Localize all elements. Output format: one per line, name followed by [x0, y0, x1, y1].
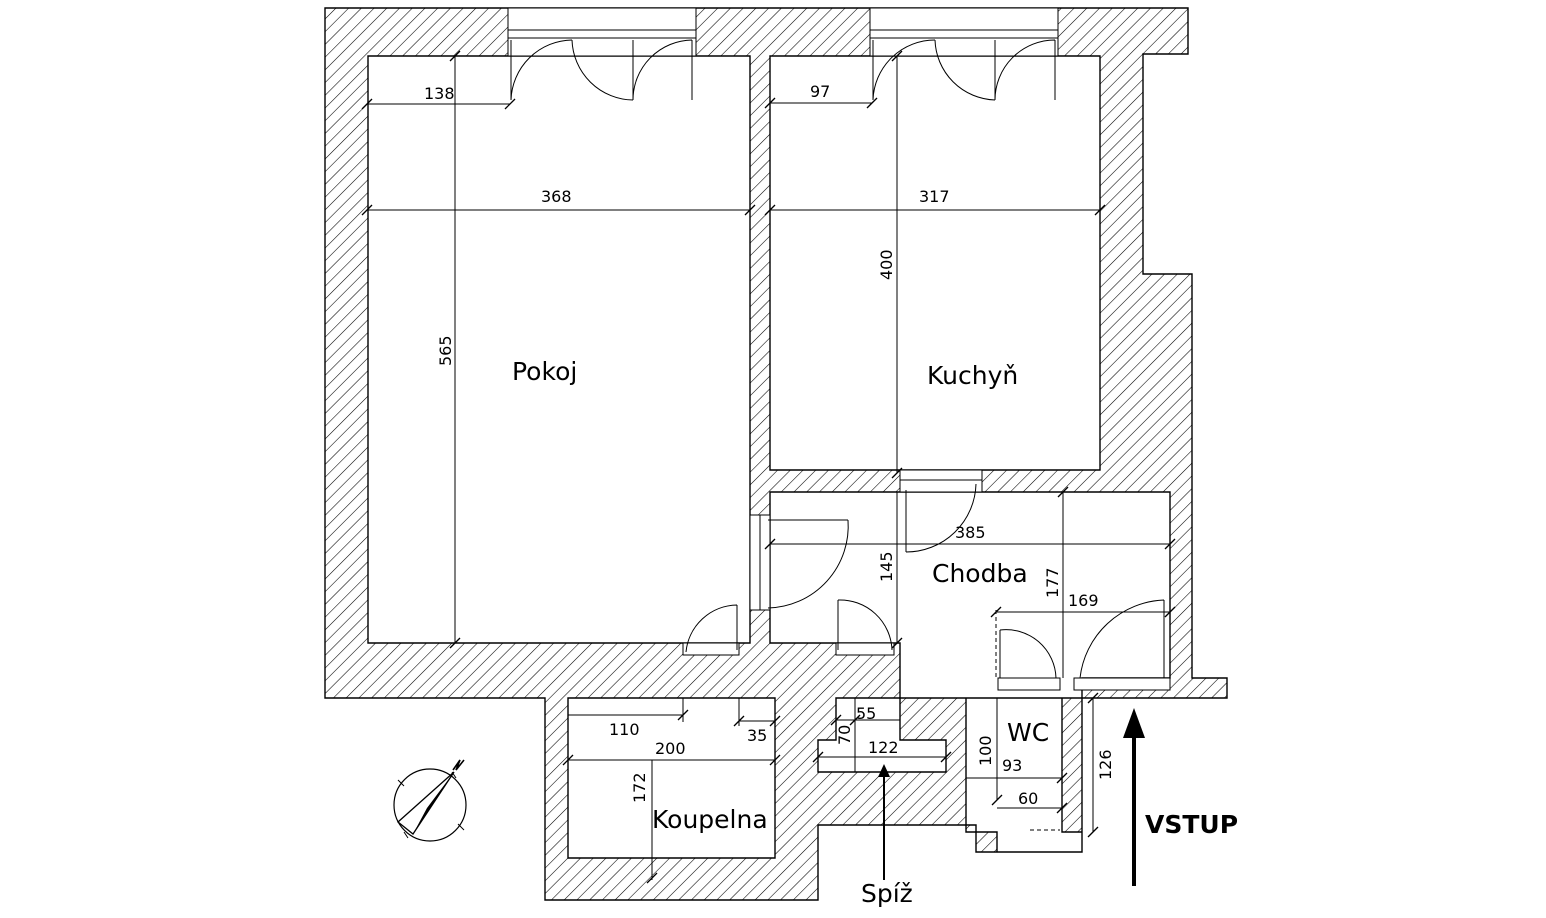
- dim-label: 122: [868, 738, 899, 757]
- room-label-koupelna: Koupelna: [652, 805, 768, 834]
- room-label-pokoj: Pokoj: [512, 357, 577, 386]
- dim-label: 110: [609, 720, 640, 739]
- dim-label: 138: [424, 84, 455, 103]
- dim-label: 317: [919, 187, 950, 206]
- dim-label: 200: [655, 739, 686, 758]
- windows: [507, 7, 1059, 57]
- dim-label: 368: [541, 187, 572, 206]
- door-spiz: [837, 599, 893, 651]
- dim-label: 126: [1096, 749, 1115, 780]
- dim-label: 93: [1002, 756, 1022, 775]
- dim-label: 400: [877, 249, 896, 280]
- arrows: [878, 708, 1145, 886]
- doors: [682, 469, 1171, 691]
- room-label-chodba: Chodba: [932, 559, 1028, 588]
- dim-label: 169: [1068, 591, 1099, 610]
- dim-label: 100: [976, 735, 995, 766]
- door-pokoj: [767, 519, 849, 609]
- window-pokoj: [507, 7, 697, 57]
- entrance-label: VSTUP: [1145, 810, 1238, 839]
- dimension-lines: [361, 50, 1176, 884]
- north-arrow-icon: [393, 759, 467, 842]
- dim-label: 385: [955, 523, 986, 542]
- dim-label: 97: [810, 82, 830, 101]
- room-label-wc: WC: [1007, 718, 1049, 747]
- dim-label: 60: [1018, 789, 1038, 808]
- room-label-kuchyn: Kuchyň: [927, 361, 1018, 390]
- room-label-spiz: Spíž: [861, 879, 913, 908]
- door-wc: [999, 629, 1057, 679]
- dim-label: 565: [436, 335, 455, 366]
- dim-label: 70: [835, 725, 854, 745]
- dim-label: 172: [630, 772, 649, 803]
- entrance-arrowhead: [1123, 708, 1145, 738]
- dim-label: 177: [1043, 567, 1062, 598]
- dimension-labels: 138 368 565 97 317 400 385 145 177 169 1…: [424, 82, 1115, 808]
- door-vstup: [1079, 599, 1165, 679]
- door-koupelna: [685, 604, 738, 653]
- door-kuchyn: [905, 483, 977, 553]
- dim-label: 35: [747, 726, 767, 745]
- window-kuchyn: [869, 7, 1059, 57]
- walls: [324, 7, 1228, 901]
- dim-label: 55: [856, 704, 876, 723]
- window-sashes: [510, 39, 1056, 101]
- dim-label: 145: [877, 551, 896, 582]
